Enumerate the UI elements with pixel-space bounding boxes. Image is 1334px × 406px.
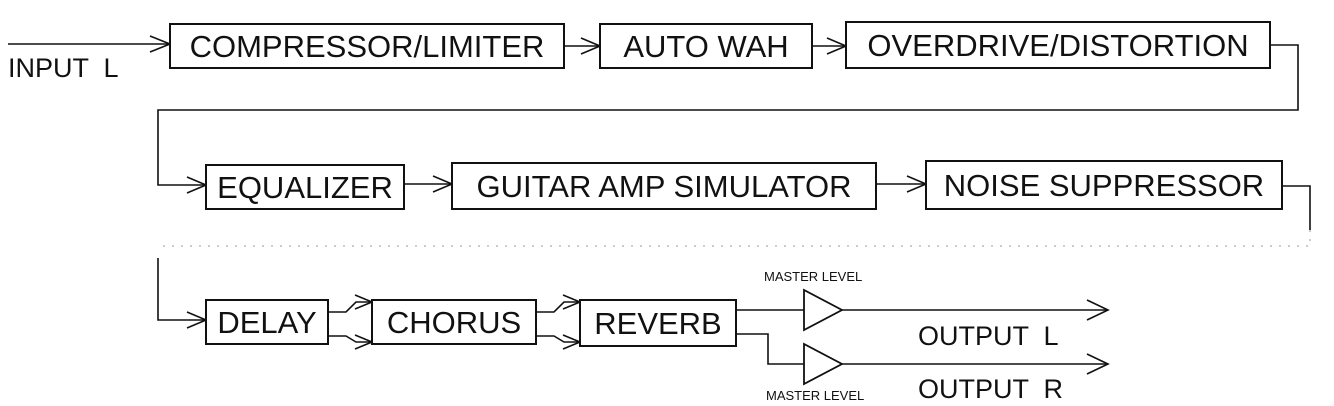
dotted-route xyxy=(158,230,1311,247)
input-label: INPUT L xyxy=(8,53,119,83)
block-delay xyxy=(205,299,329,345)
master-level-right-amp xyxy=(803,342,844,386)
wire-route-1 xyxy=(157,44,1299,186)
arrowhead xyxy=(1086,299,1110,321)
block-label: DELAY xyxy=(217,305,316,340)
block-noise-suppressor xyxy=(925,160,1283,210)
wire xyxy=(536,335,580,343)
block-label: AUTO WAH xyxy=(623,29,788,64)
wire xyxy=(1282,185,1311,230)
block-label: CHORUS xyxy=(387,305,521,340)
wire xyxy=(536,301,580,313)
block-label: GUITAR AMP SIMULATOR xyxy=(477,169,852,204)
master-level-left-label: MASTER LEVEL xyxy=(764,269,862,284)
output-right-label: OUTPUT R xyxy=(918,374,1063,404)
block-equalizer xyxy=(205,164,405,210)
master-level-right-label: MASTER LEVEL xyxy=(766,388,864,403)
block-label: REVERB xyxy=(594,306,721,341)
block-guitar-amp-simulator xyxy=(451,162,877,210)
master-level-left-amp xyxy=(803,288,844,332)
wire xyxy=(328,335,372,343)
block-label: NOISE SUPPRESSOR xyxy=(944,168,1264,203)
block-label: EQUALIZER xyxy=(217,170,393,205)
block-reverb xyxy=(579,299,737,347)
block-auto-wah xyxy=(599,23,813,69)
wire xyxy=(328,301,372,313)
wire xyxy=(157,258,206,321)
arrowhead xyxy=(1086,353,1110,375)
block-label: COMPRESSOR/LIMITER xyxy=(190,29,545,64)
block-label: OVERDRIVE/DISTORTION xyxy=(867,28,1248,63)
block-chorus xyxy=(371,299,537,345)
output-left-label: OUTPUT L xyxy=(918,321,1059,351)
output-right-wire xyxy=(736,333,804,365)
